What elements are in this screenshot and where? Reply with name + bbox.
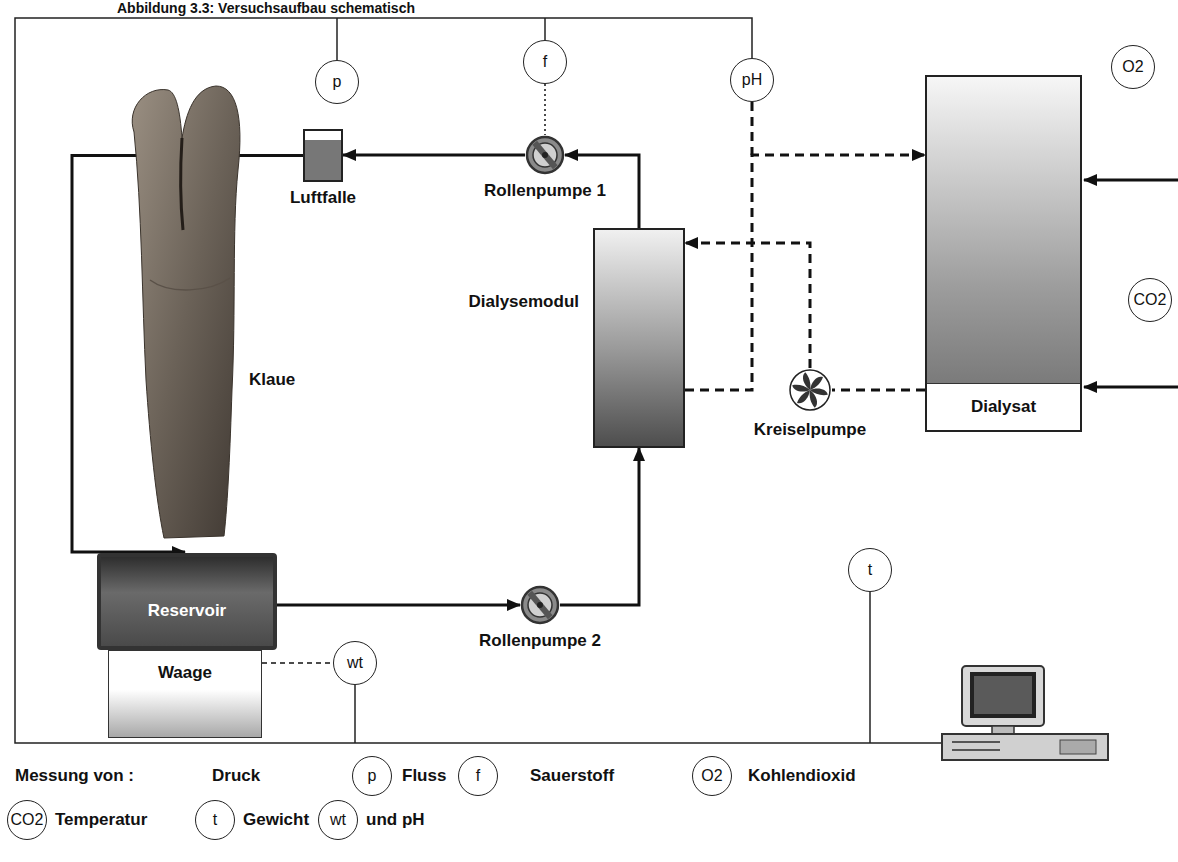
flow-connector	[560, 448, 639, 605]
legend-text: Fluss	[402, 766, 446, 786]
node-label: t	[868, 561, 872, 579]
legend-text: Gewicht	[243, 810, 309, 830]
claw-specimen: Klaue	[120, 80, 245, 540]
gas-inlet	[1084, 386, 1178, 389]
co2-sensor: CO2	[1128, 278, 1172, 322]
figure-title: Abbildung 3.3: Versuchsaufbau schematisc…	[117, 0, 415, 16]
legend-symbol: wt	[318, 800, 358, 840]
dashed-connector	[262, 662, 333, 664]
node-label: Luftfalle	[290, 188, 356, 208]
legend-symbol: O2	[692, 756, 732, 796]
signal-wire	[336, 18, 338, 60]
node-label: Rollenpumpe 1	[484, 181, 606, 201]
node-label: CO2	[1134, 291, 1167, 309]
node-label: CO2	[11, 811, 44, 829]
fan-symbol	[788, 368, 832, 412]
temperature-sensor: t	[848, 548, 892, 592]
roller-pump-symbol	[520, 585, 560, 625]
flow-connector	[343, 154, 525, 157]
pressure-sensor: p	[315, 60, 359, 104]
node-label: Kreiselpumpe	[754, 420, 866, 440]
node-label: Dialysat	[971, 397, 1036, 417]
legend-text: Temperatur	[55, 810, 147, 830]
node-label: Waage	[158, 663, 212, 737]
node-label: Reservoir	[148, 601, 226, 621]
node-label: p	[368, 767, 377, 785]
reservoir-box: Reservoir	[97, 553, 277, 650]
node-label: Rollenpumpe 2	[479, 631, 601, 651]
legend-text: Messung von :	[15, 766, 134, 786]
gas-inlet	[1084, 179, 1178, 182]
signal-wire	[869, 592, 871, 743]
node-label: O2	[1122, 58, 1143, 76]
legend-symbol: p	[352, 756, 392, 796]
legend-symbol: f	[458, 756, 498, 796]
legend-text: und pH	[366, 810, 425, 830]
flow-sensor: f	[523, 40, 567, 84]
scale-box: Waage	[108, 650, 262, 738]
ph-probe-line	[751, 102, 754, 155]
roller-pump: Rollenpumpe 1	[525, 135, 565, 175]
computer-icon	[942, 666, 1108, 760]
dashed-connector	[685, 243, 810, 368]
signal-bus	[15, 18, 942, 743]
node-label: wt	[330, 811, 346, 829]
node-label: pH	[742, 71, 762, 89]
dashed-connector	[685, 155, 925, 390]
weight-sensor: wt	[333, 641, 377, 685]
node-label: t	[213, 811, 217, 829]
node-label: O2	[701, 767, 722, 785]
roller-pump: Rollenpumpe 2	[520, 585, 560, 625]
roller-pump-symbol	[525, 135, 565, 175]
dashed-connector	[544, 84, 546, 135]
dialysis-module: Dialysemodul	[593, 228, 685, 448]
legend-text: Druck	[212, 766, 260, 786]
node-label: Klaue	[249, 370, 295, 390]
legend-symbol: t	[195, 800, 235, 840]
dashed-connector	[832, 389, 925, 392]
tank-band: Dialysat	[927, 383, 1080, 430]
air-trap: Luftfalle	[303, 129, 343, 182]
node-label: f	[476, 767, 480, 785]
legend-symbol: CO2	[7, 800, 47, 840]
centrifugal-pump: Kreiselpumpe	[788, 368, 832, 412]
claw-illustration	[120, 80, 245, 540]
node-label: Dialysemodul	[468, 292, 579, 312]
signal-wire	[544, 18, 546, 40]
node-label: wt	[347, 654, 363, 672]
oxygen-sensor: O2	[1111, 45, 1155, 89]
node-label: f	[543, 53, 547, 71]
legend-text: Kohlendioxid	[748, 766, 856, 786]
dialysate-tank: Dialysat	[925, 75, 1082, 432]
ph-sensor: pH	[730, 58, 774, 102]
legend-text: Sauerstoff	[530, 766, 614, 786]
signal-wire	[354, 685, 356, 743]
flow-connector	[277, 604, 520, 607]
node-label: p	[333, 73, 342, 91]
